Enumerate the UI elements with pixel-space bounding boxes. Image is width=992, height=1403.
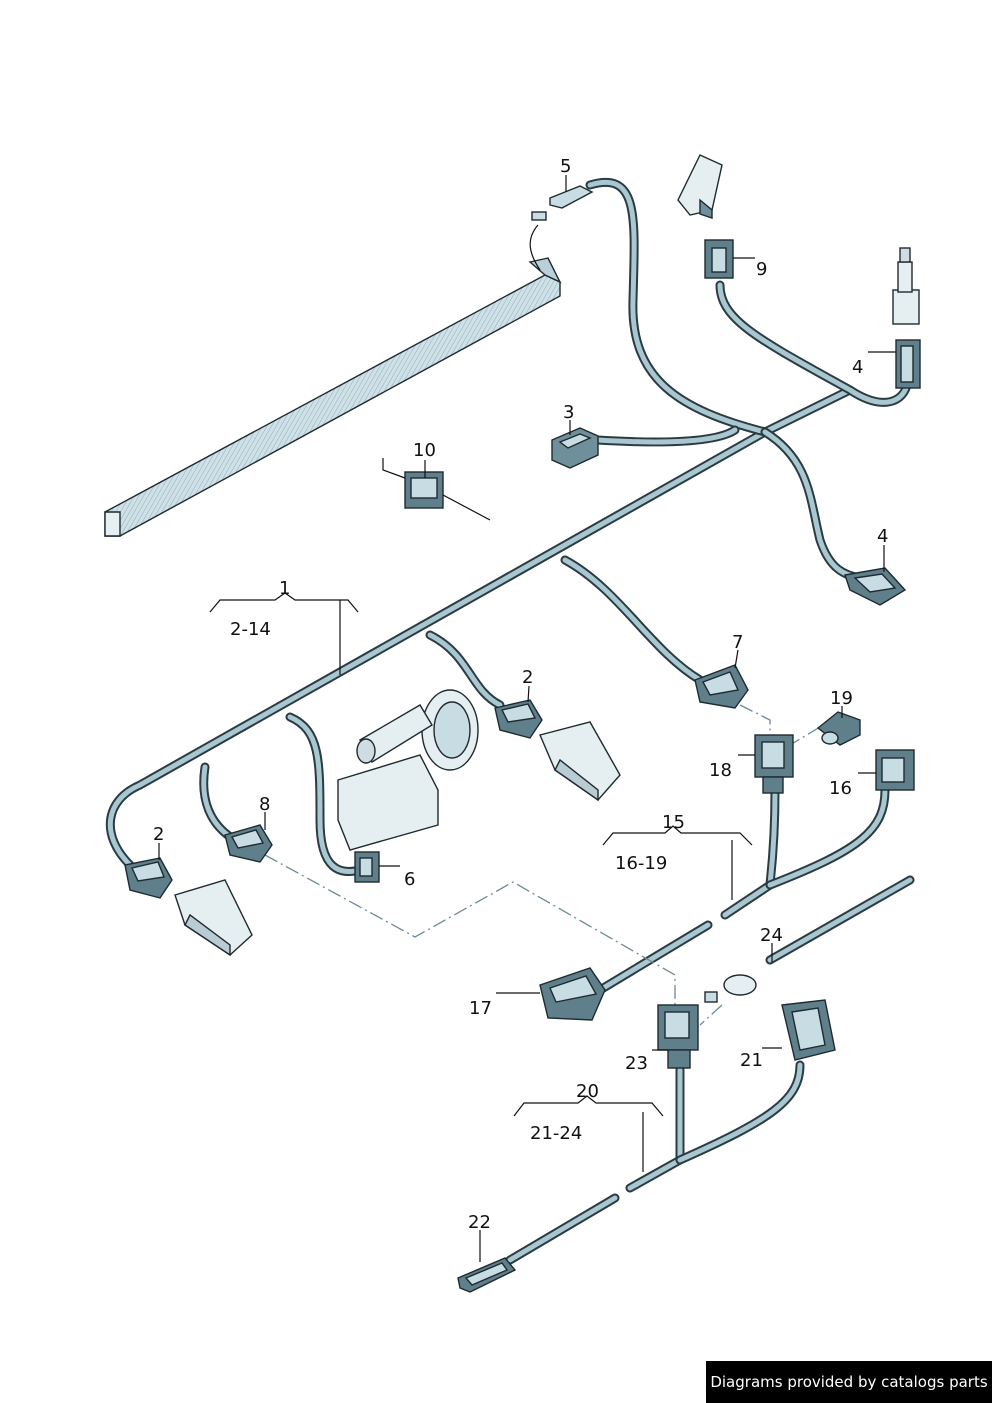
main-harness [105, 177, 913, 877]
connector-4-upper [895, 339, 921, 389]
callout-16: 16 [829, 778, 852, 799]
callout-5: 5 [560, 156, 571, 177]
switch-part [677, 154, 723, 219]
callout-17: 17 [469, 998, 492, 1019]
harness-20 [505, 875, 915, 1265]
leader-lines [158, 175, 896, 1262]
callout-6: 6 [404, 869, 415, 890]
callout-1: 1 [279, 578, 290, 599]
bracket-1 [209, 592, 359, 675]
motor-part [337, 689, 479, 851]
connector-9 [704, 239, 734, 279]
connection-line-19-18 [789, 726, 821, 746]
credit-text: Diagrams provided by catalogs parts [710, 1373, 988, 1391]
housing-2-left [174, 879, 253, 957]
callout-24: 24 [760, 925, 783, 946]
callout-18: 18 [709, 760, 732, 781]
connector-18 [754, 734, 794, 794]
connection-line-8-23 [264, 854, 676, 1005]
credit-banner: Diagrams provided by catalogs parts [706, 1361, 992, 1403]
callout-3: 3 [563, 402, 574, 423]
connector-7 [694, 664, 749, 709]
callout-2-right: 2 [522, 667, 533, 688]
callout-22: 22 [468, 1212, 491, 1233]
callout-1-range: 2-14 [230, 619, 271, 640]
callout-4-upper: 4 [852, 357, 863, 378]
sensor-19 [816, 711, 861, 746]
connector-6 [354, 851, 380, 883]
sensor-24 [704, 974, 757, 1003]
harness-15 [595, 785, 890, 995]
callout-2-left: 2 [153, 824, 164, 845]
callout-15: 15 [662, 812, 685, 833]
connector-21 [781, 999, 836, 1061]
callout-4-lower: 4 [877, 526, 888, 547]
connector-8 [224, 824, 273, 863]
connector-4-lower [844, 567, 907, 606]
callout-8: 8 [259, 794, 270, 815]
connector-2-left [124, 857, 173, 899]
callout-20-range: 21-24 [530, 1123, 582, 1144]
callout-21: 21 [740, 1050, 763, 1071]
sensor-10 [382, 458, 491, 521]
connection-line-24-23 [699, 1004, 723, 1026]
bracket-15 [602, 825, 753, 900]
seat-rail-part [104, 211, 562, 537]
callout-10: 10 [413, 440, 436, 461]
housing-2-right [539, 721, 621, 802]
bracket-20 [513, 1095, 664, 1172]
connector-16 [875, 749, 915, 791]
connector-3 [551, 427, 599, 469]
pin-part [892, 247, 920, 325]
callout-19: 19 [830, 688, 853, 709]
callout-20: 20 [576, 1081, 599, 1102]
connector-5 [549, 185, 594, 209]
callout-7: 7 [732, 632, 743, 653]
callout-23: 23 [625, 1053, 648, 1074]
connection-line-7-18 [739, 704, 771, 738]
connector-22 [457, 1257, 517, 1293]
callout-15-range: 16-19 [615, 853, 667, 874]
connector-23 [657, 1004, 699, 1069]
connector-2-right [494, 699, 543, 739]
connector-17 [539, 967, 606, 1021]
callout-9: 9 [756, 259, 767, 280]
